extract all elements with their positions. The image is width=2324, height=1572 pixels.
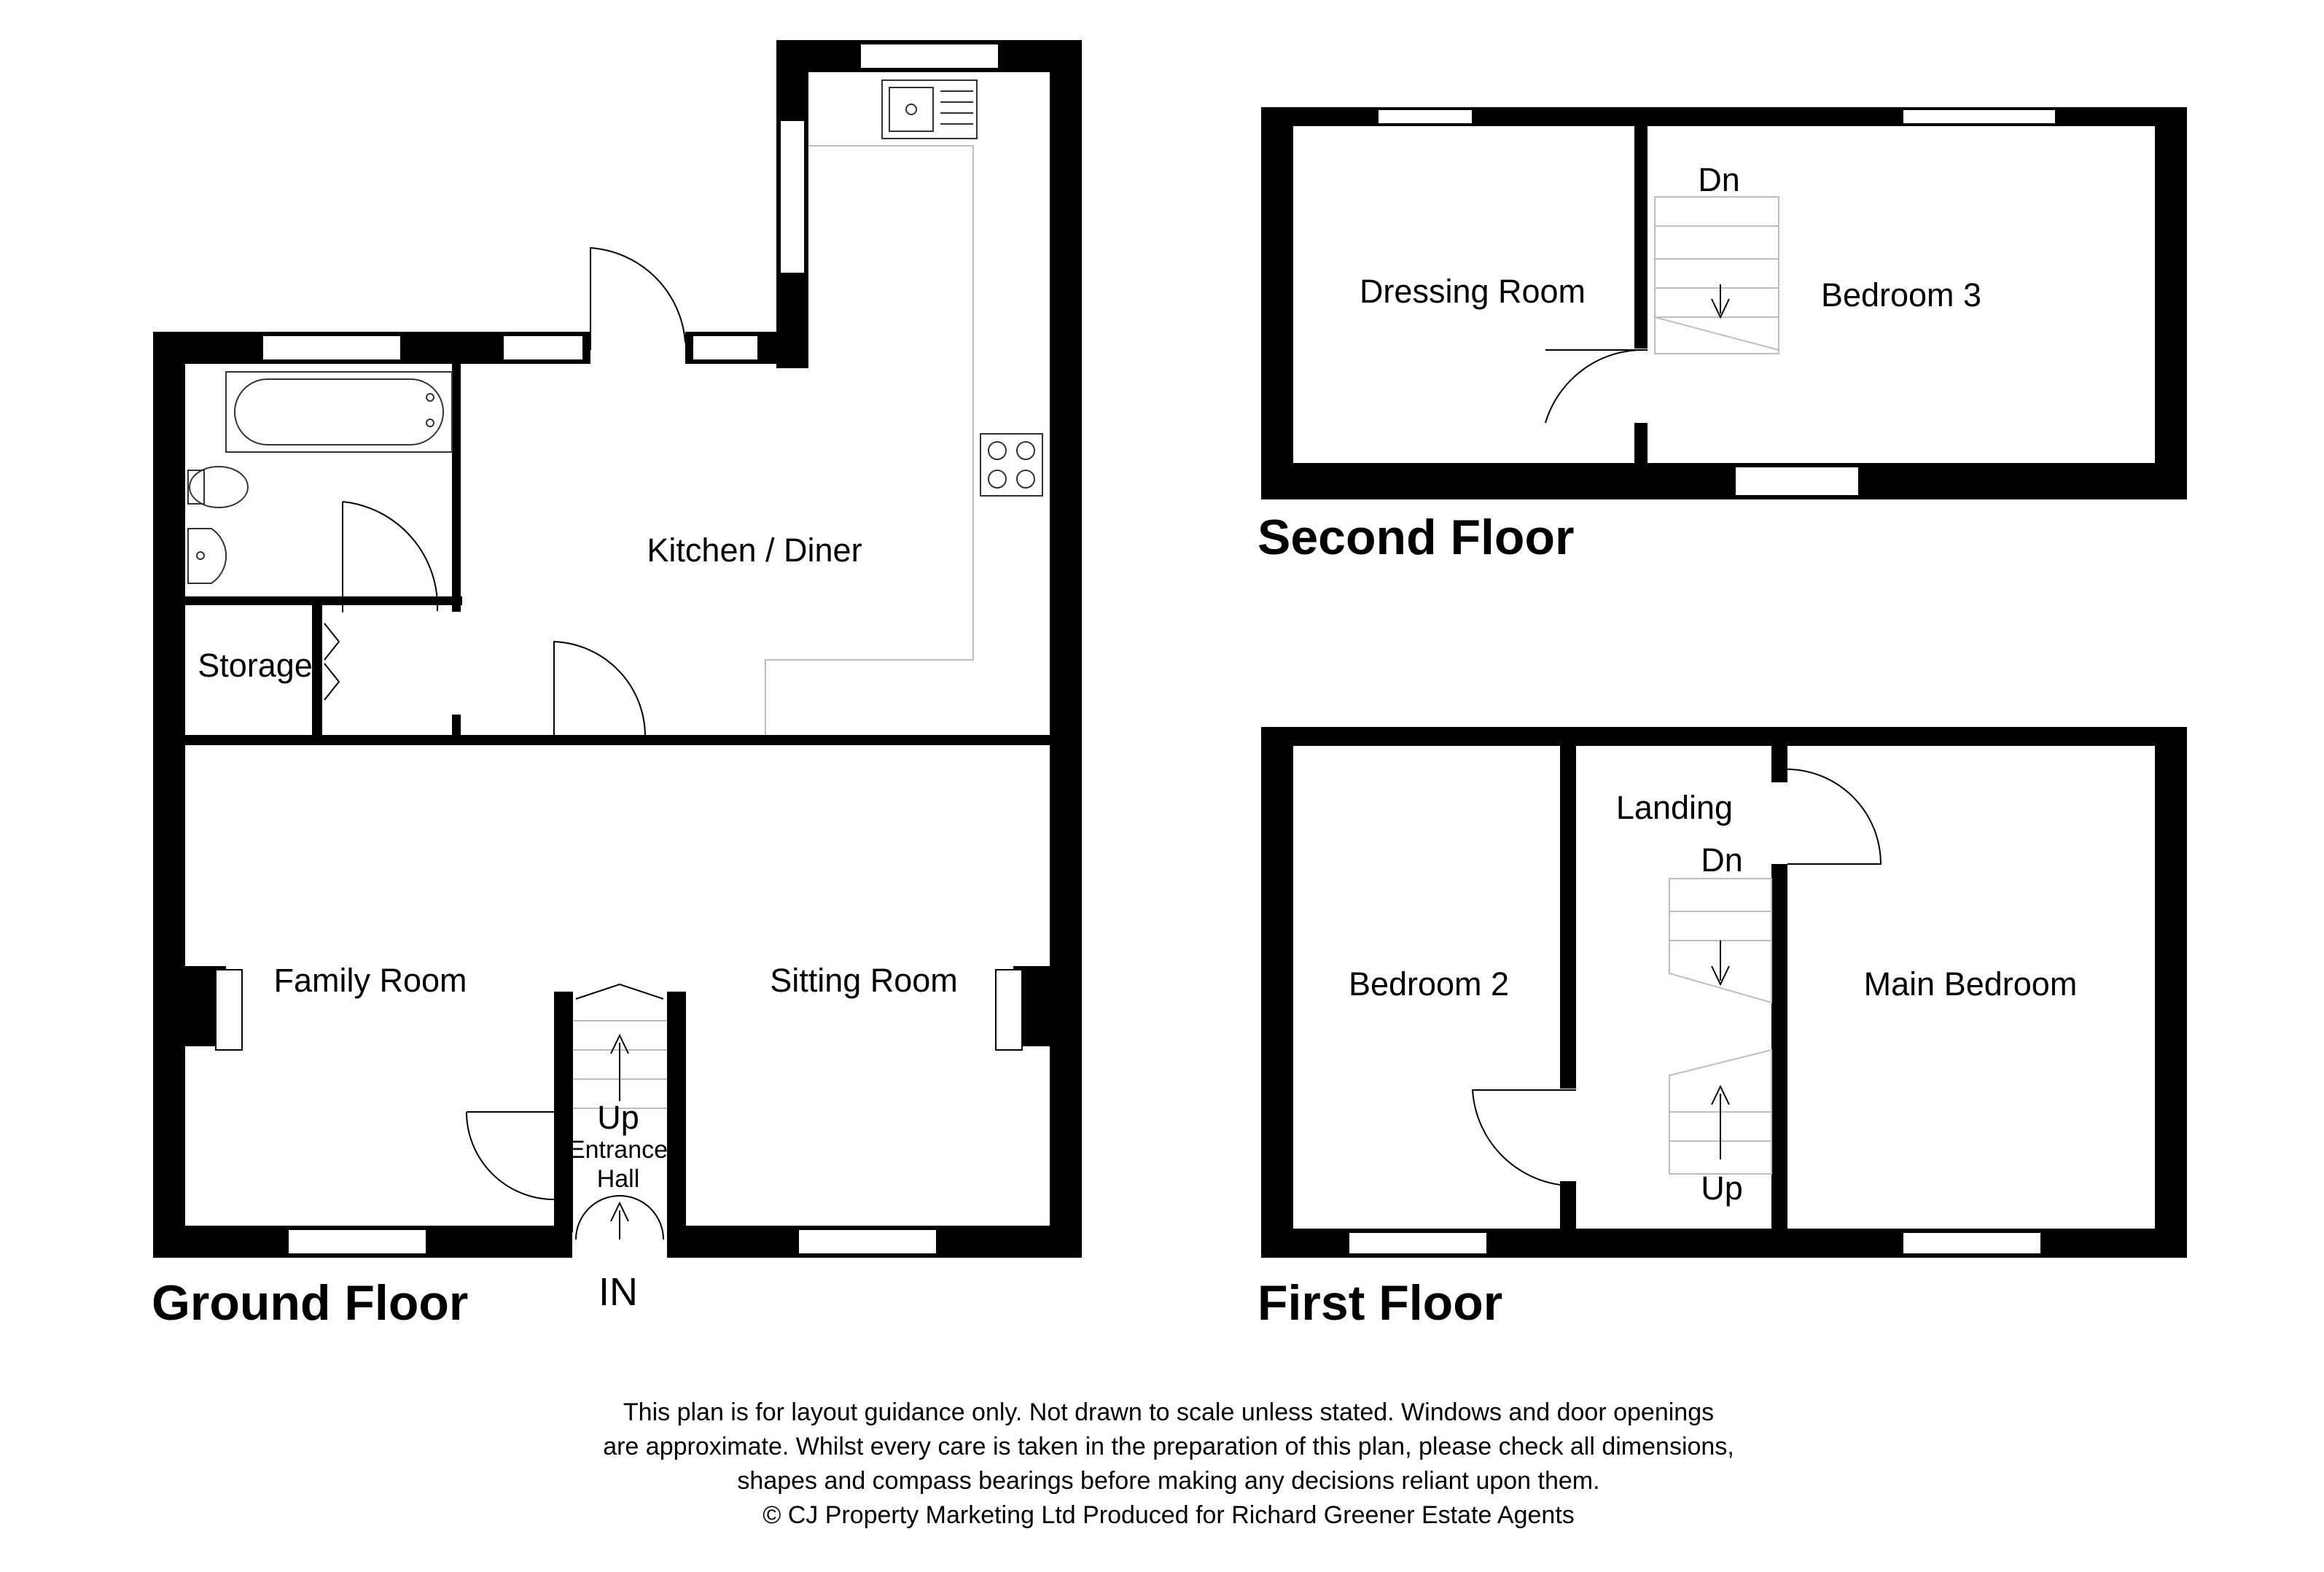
room-label-landing: Landing bbox=[1616, 789, 1733, 826]
disclaimer-line-4: © CJ Property Marketing Ltd Produced for… bbox=[763, 1501, 1575, 1529]
first-floor-plan bbox=[1261, 727, 2187, 1258]
room-label-sitting-room: Sitting Room bbox=[770, 962, 958, 999]
room-label-main-bedroom: Main Bedroom bbox=[1864, 965, 2078, 1003]
room-label-dressing-room: Dressing Room bbox=[1360, 273, 1586, 310]
disclaimer-line-2: are approximate. Whilst every care is ta… bbox=[603, 1433, 1734, 1460]
room-label-storage: Storage bbox=[198, 647, 313, 684]
room-label-kitchen-diner: Kitchen / Diner bbox=[647, 532, 862, 569]
stair-label-up-first: Up bbox=[1701, 1170, 1743, 1207]
ground-floor-labels: Kitchen / Diner Storage Family Room Sitt… bbox=[152, 532, 958, 1331]
first-floor-labels: Bedroom 2 Landing Dn Up Main Bedroom Fir… bbox=[1257, 789, 2077, 1331]
floor-title-second: Second Floor bbox=[1257, 510, 1574, 565]
stair-label-dn-first: Dn bbox=[1701, 841, 1743, 879]
room-label-family-room: Family Room bbox=[273, 962, 467, 999]
stair-label-dn-second: Dn bbox=[1698, 161, 1740, 198]
disclaimer: This plan is for layout guidance only. N… bbox=[603, 1398, 1734, 1529]
stair-label-up: Up bbox=[597, 1099, 639, 1136]
floor-title-first: First Floor bbox=[1257, 1275, 1502, 1331]
second-floor-labels: Dressing Room Dn Bedroom 3 Second Floor bbox=[1257, 161, 1981, 565]
disclaimer-line-1: This plan is for layout guidance only. N… bbox=[623, 1398, 1714, 1426]
room-label-entrance: Entrance bbox=[569, 1136, 668, 1164]
room-label-bedroom-3: Bedroom 3 bbox=[1821, 276, 1981, 314]
room-label-hall: Hall bbox=[597, 1165, 640, 1193]
ground-floor-plan bbox=[153, 40, 1082, 1258]
floor-title-ground: Ground Floor bbox=[152, 1275, 468, 1331]
disclaimer-line-3: shapes and compass bearings before makin… bbox=[737, 1467, 1599, 1495]
room-label-bedroom-2: Bedroom 2 bbox=[1349, 965, 1509, 1003]
second-floor-plan bbox=[1261, 107, 2187, 499]
entrance-label-in: IN bbox=[598, 1270, 638, 1314]
